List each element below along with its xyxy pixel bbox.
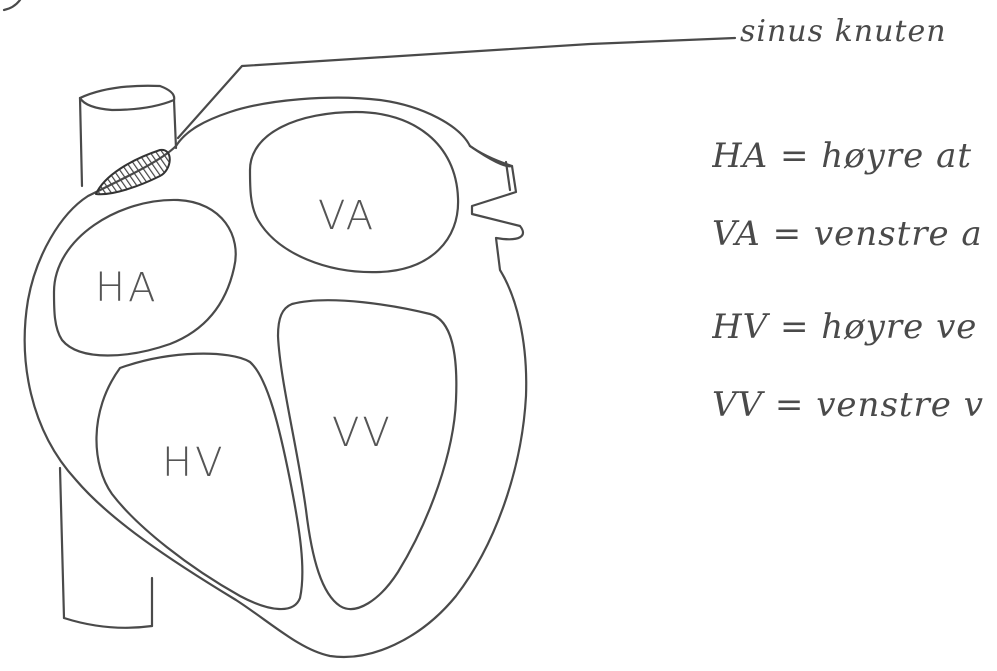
chamber-label-ha: HA xyxy=(95,265,158,311)
legend-item-vv: VV = venstre v xyxy=(712,385,984,425)
aorta-stub xyxy=(470,146,512,190)
legend-item-ha: HA = høyre at xyxy=(712,136,972,176)
inferior-vena-cava xyxy=(60,468,152,628)
corner-circle-mark xyxy=(4,0,20,10)
chamber-label-va: VA xyxy=(318,193,376,239)
legend: HA = høyre at VA = venstre a HV = høyre … xyxy=(712,130,997,450)
callout-label-sinus-node: sinus knuten xyxy=(740,14,947,49)
chamber-label-hv: HV xyxy=(162,440,225,486)
heart-outline xyxy=(25,98,526,657)
chamber-label-vv: VV xyxy=(332,410,393,456)
callout-line xyxy=(178,38,735,138)
sinus-node xyxy=(96,150,170,194)
legend-item-hv: HV = høyre ve xyxy=(712,307,977,347)
legend-item-va: VA = venstre a xyxy=(712,214,983,254)
